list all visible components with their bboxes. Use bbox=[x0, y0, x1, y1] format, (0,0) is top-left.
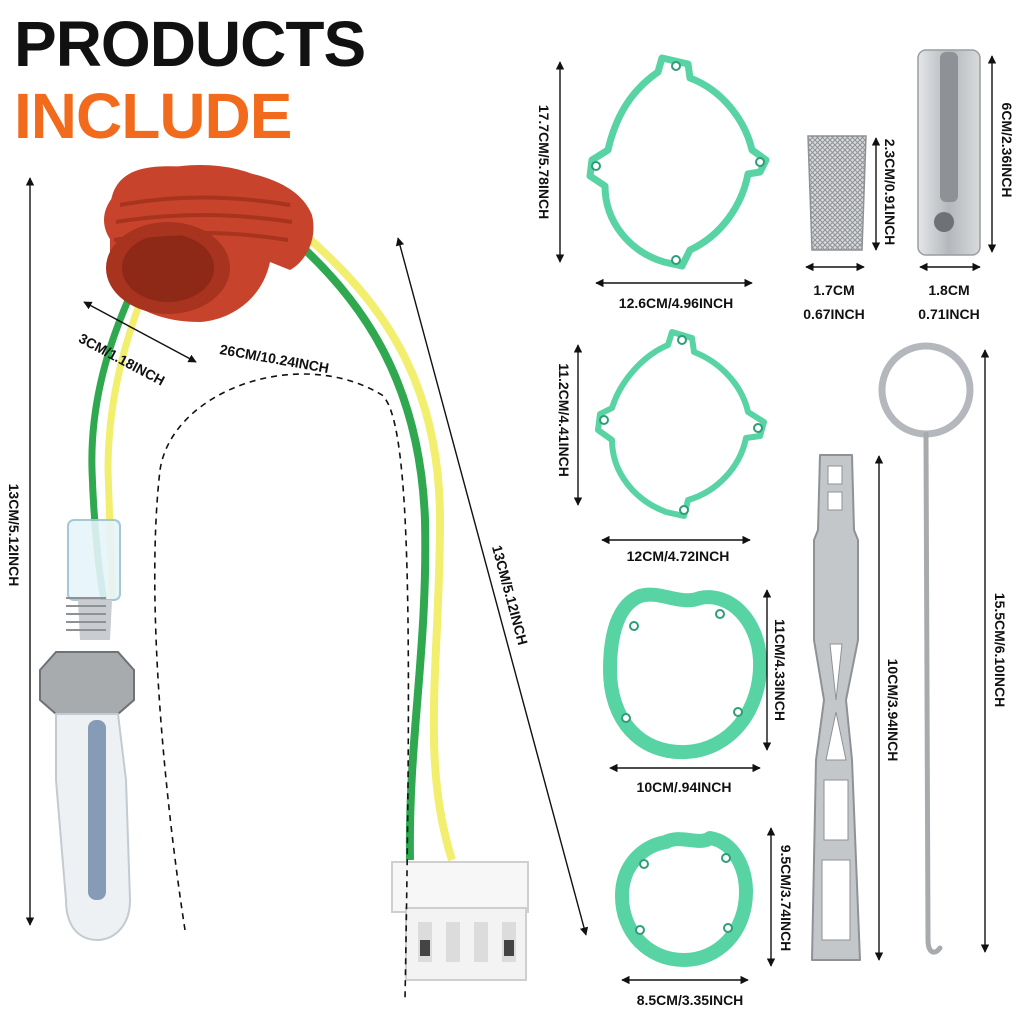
label-tool-height: 10CM/3.94INCH bbox=[885, 658, 901, 762]
harness-wires bbox=[88, 231, 456, 862]
label-screen-height: 2.3CM/0.91INCH bbox=[882, 138, 898, 246]
gasket-large bbox=[586, 54, 770, 270]
dim-line-connector-lead bbox=[395, 237, 589, 936]
dim-line-boot-width bbox=[83, 301, 197, 363]
gasket-smallest bbox=[615, 831, 753, 967]
label-screen-width-cm: 1.7CM bbox=[813, 282, 855, 298]
label-tube-height: 6CM/2.36INCH bbox=[999, 102, 1015, 198]
wire-connector bbox=[391, 861, 529, 981]
label-gasket4-width: 8.5CM/3.35INCH bbox=[636, 992, 744, 1008]
title-include: INCLUDE bbox=[14, 80, 292, 152]
label-screen-width-in: 0.67INCH bbox=[803, 306, 865, 322]
gasket-medium bbox=[595, 329, 767, 519]
rubber-boot bbox=[104, 165, 314, 322]
label-gasket1-width: 12.6CM/4.96INCH bbox=[618, 295, 734, 311]
removal-tool bbox=[811, 454, 861, 961]
hook-tool bbox=[878, 342, 974, 955]
label-harness-height: 13CM/5.12INCH bbox=[6, 483, 22, 587]
label-gasket2-height: 11.2CM/4.41INCH bbox=[556, 363, 572, 477]
label-gasket4-height: 9.5CM/3.74INCH bbox=[778, 844, 794, 952]
label-gasket3-width: 10CM/.94INCH bbox=[636, 779, 732, 795]
dim-line-wire-length bbox=[153, 373, 410, 1001]
label-tube-width-cm: 1.8CM bbox=[928, 282, 970, 298]
title-products: PRODUCTS bbox=[14, 8, 366, 80]
label-gasket1-height: 17.7CM/5.78INCH bbox=[536, 104, 552, 220]
mesh-screen bbox=[807, 135, 867, 251]
label-tube-width-in: 0.71INCH bbox=[918, 306, 980, 322]
label-gasket3-height: 11CM/4.33INCH bbox=[772, 619, 788, 721]
metal-tube bbox=[917, 49, 981, 256]
label-hook-height: 15.5CM/6.10INCH bbox=[992, 592, 1008, 708]
gasket-small bbox=[603, 587, 768, 760]
label-gasket2-width: 12CM/4.72INCH bbox=[626, 548, 730, 564]
glow-plug bbox=[39, 519, 135, 942]
